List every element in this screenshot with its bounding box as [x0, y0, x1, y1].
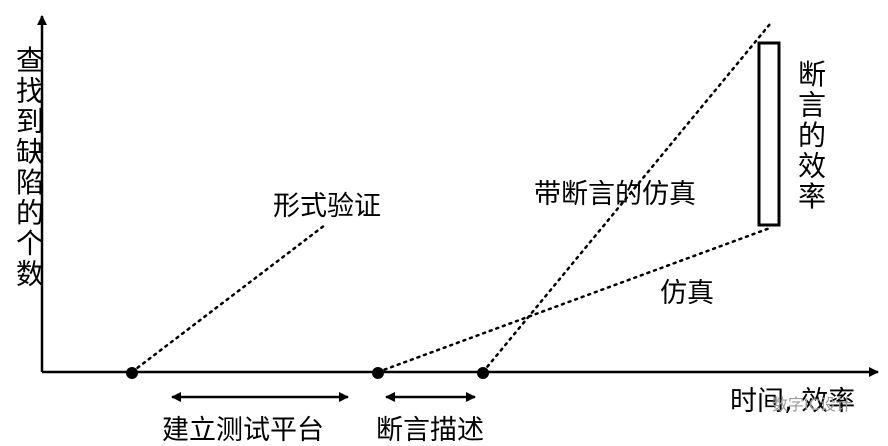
assertion-simulation-line	[481, 22, 772, 374]
assertion-span-label: 断言描述	[376, 415, 484, 446]
formal-start-point	[126, 367, 138, 379]
assertion-efficiency-label: 断言的效率	[798, 58, 826, 213]
assertion-start-point	[477, 367, 489, 379]
formal-verification-line	[130, 223, 327, 374]
testbench-span-label: 建立测试平台	[162, 415, 324, 446]
x-axis-label: 时间, 效率	[730, 386, 855, 417]
assertion-simulation-label: 带断言的仿真	[534, 179, 696, 210]
watermark: 数字IC设计	[772, 395, 852, 414]
simulation-start-point	[372, 367, 384, 379]
y-axis-label: 查找到缺陷的个数	[16, 44, 44, 291]
simulation-label: 仿真	[660, 278, 714, 309]
formal-verification-label: 形式验证	[273, 191, 381, 222]
assertion-efficiency-box	[757, 41, 781, 227]
simulation-line	[376, 226, 772, 374]
